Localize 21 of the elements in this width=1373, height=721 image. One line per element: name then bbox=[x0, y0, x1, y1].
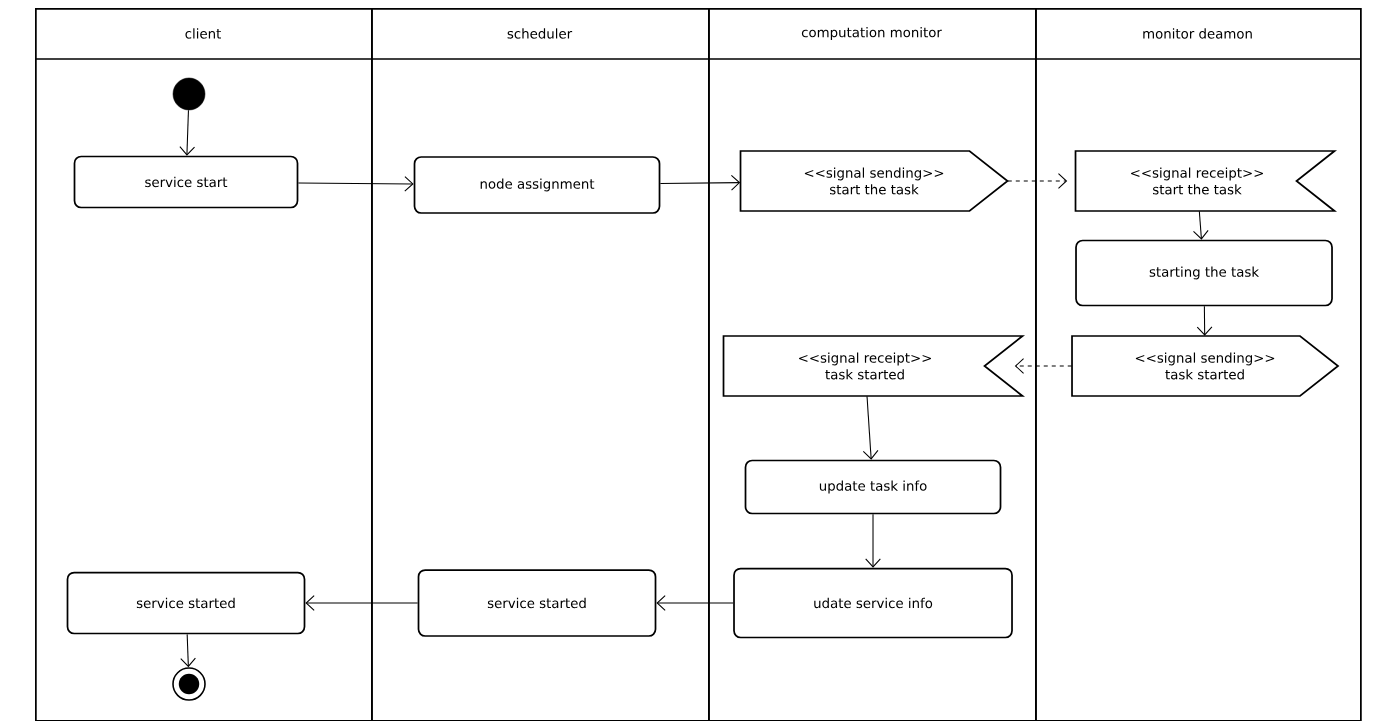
arrow bbox=[297, 176, 414, 192]
action-box: starting the task bbox=[1075, 239, 1333, 307]
arrow bbox=[1196, 305, 1213, 336]
action-box: service started bbox=[417, 569, 657, 637]
arrow bbox=[1192, 210, 1209, 240]
action-box: service started bbox=[66, 571, 306, 635]
action-box: node assignment bbox=[413, 156, 661, 214]
arrow bbox=[659, 174, 741, 191]
action-box: update task info bbox=[744, 459, 1002, 515]
arrow bbox=[865, 513, 881, 568]
action-box: service start bbox=[73, 155, 299, 209]
initial-node bbox=[172, 77, 206, 111]
arrow bbox=[1014, 358, 1073, 374]
arrow bbox=[656, 595, 734, 611]
arrow bbox=[179, 109, 196, 156]
arrow bbox=[180, 633, 196, 668]
arrow bbox=[862, 395, 879, 460]
final-node bbox=[172, 667, 206, 701]
arrow bbox=[1007, 173, 1068, 189]
action-box: udate service info bbox=[733, 567, 1013, 639]
arrow bbox=[305, 595, 419, 611]
